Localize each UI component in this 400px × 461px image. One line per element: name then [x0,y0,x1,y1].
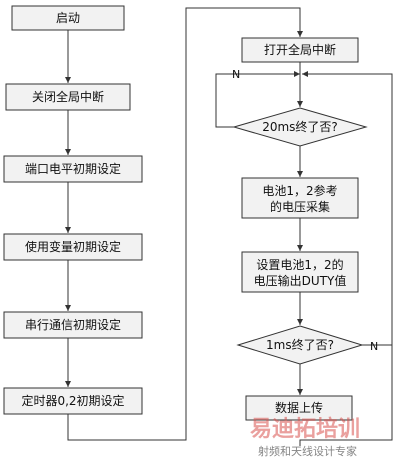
text-left-step3: 使用变量初期设定 [25,239,121,254]
text-decision-1ms: 1ms终了否? [266,337,334,352]
text-left-step1: 关闭全局中断 [32,89,104,104]
return-line-right [299,345,393,446]
text-right-step2-line1: 电池1，2参考 [262,183,337,198]
text-right-step3-line1: 设置电池1，2的 [256,257,343,272]
text-right-step4: 数据上传 [275,400,323,415]
label-no-1ms: N [370,340,378,353]
watermark-brand: 易迪拓培训 [250,416,360,442]
text-start: 启动 [56,11,80,25]
text-right-step2-line2: 的电压采集 [270,199,330,214]
loop-no-20ms [215,71,300,128]
text-left-step2: 端口电平初期设定 [25,161,121,176]
box-right-step1 [241,37,359,63]
text-left-step5: 定时器0,2初期设定 [21,393,124,408]
label-no-20ms: N [232,68,240,81]
box-left-step5 [3,387,143,415]
return-line-up [302,71,393,345]
text-left-step4: 串行通信初期设定 [25,317,121,332]
watermark-tagline: 射频和天线设计专家 [258,444,357,458]
box-start [11,5,125,31]
box-left-step3 [3,233,143,261]
text-decision-20ms: 20ms终了否? [262,119,338,134]
box-left-step4 [3,311,143,339]
text-right-step1: 打开全局中断 [264,42,336,57]
box-right-step4 [245,395,353,421]
box-left-step2 [3,155,143,183]
text-right-step3-line2: 电压输出DUTY值 [254,273,347,288]
connector-left-to-right [67,7,303,441]
box-left-step1 [5,83,131,111]
